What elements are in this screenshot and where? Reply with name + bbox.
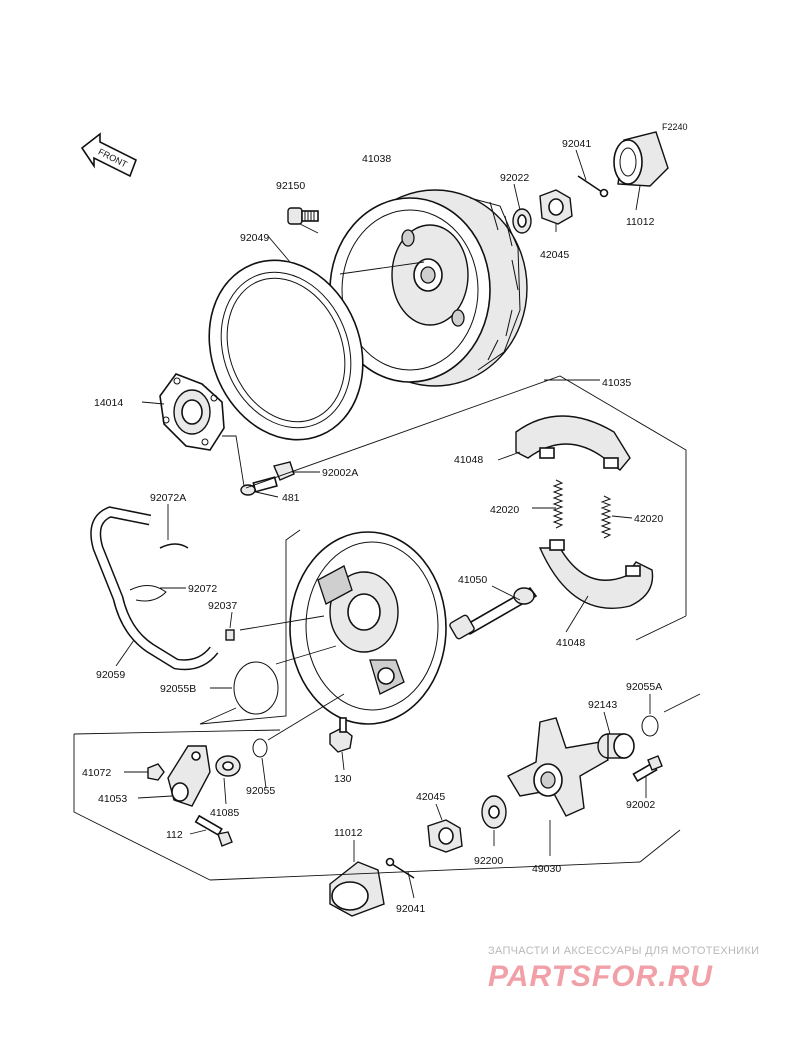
label-92037: 92037	[208, 600, 237, 612]
brake-shoe-bottom	[538, 539, 654, 609]
label-92072: 92072	[188, 583, 217, 595]
return-spring-left	[552, 479, 564, 529]
cotter-pin-bottom	[385, 857, 415, 879]
o-ring-92055B	[233, 661, 279, 715]
bearing-housing	[159, 373, 225, 451]
hub-cap-top	[613, 131, 669, 187]
label-92041-bottom: 92041	[396, 903, 425, 915]
label-41050: 41050	[458, 574, 487, 586]
brake-shoe-top	[515, 415, 631, 471]
washer-92200	[481, 795, 507, 829]
label-41085: 41085	[210, 807, 239, 819]
label-49030: 49030	[532, 863, 561, 875]
part-labels: 41038 92150 92049 92022 92041 42045 1101…	[82, 138, 663, 915]
label-41048-top: 41048	[454, 454, 483, 466]
brake-panel	[289, 531, 447, 725]
castle-nut-top	[539, 189, 573, 225]
watermark-logo: PARTSFOR.RU	[488, 960, 713, 993]
washer-92022	[512, 208, 532, 234]
label-11012-top: 11012	[626, 216, 655, 228]
breather-hose-92059	[90, 506, 219, 671]
hub-cap-bottom	[329, 861, 385, 917]
wheel-hub	[507, 717, 609, 817]
washer-481	[240, 484, 256, 496]
return-spring-right	[600, 495, 612, 539]
brake-cam-shaft	[449, 586, 538, 640]
label-92049: 92049	[240, 232, 269, 244]
label-92041-top: 92041	[562, 138, 591, 150]
leader-lines	[73, 149, 701, 899]
label-481: 481	[282, 492, 300, 504]
spacer-92143	[597, 733, 635, 759]
label-14014: 14014	[94, 397, 123, 409]
figure-code: F2240	[662, 122, 688, 132]
label-41072: 41072	[82, 767, 111, 779]
label-112: 112	[166, 829, 183, 841]
label-92002A: 92002A	[322, 467, 358, 479]
label-92072A: 92072A	[150, 492, 186, 504]
stud-92002	[632, 755, 663, 783]
clamp-92072	[129, 585, 167, 602]
watermark-caption: ЗАПЧАСТИ И АКСЕССУАРЫ ДЛЯ МОТОТЕХНИКИ	[488, 945, 760, 957]
brake-arm	[167, 745, 211, 807]
label-42045-top: 42045	[540, 249, 569, 261]
label-92002: 92002	[626, 799, 655, 811]
label-92055: 92055	[246, 785, 275, 797]
label-42020-left: 42020	[490, 504, 519, 516]
label-92200: 92200	[474, 855, 503, 867]
bolt-130	[329, 717, 353, 753]
bolt-112	[194, 814, 233, 847]
nut-41072	[147, 763, 165, 781]
label-42020-right: 42020	[634, 513, 663, 525]
label-41053: 41053	[98, 793, 127, 805]
front-arrow-icon: FRONT	[80, 132, 138, 178]
label-92059: 92059	[96, 669, 125, 681]
label-41048-bottom: 41048	[556, 637, 585, 649]
label-92022: 92022	[500, 172, 529, 184]
o-ring-92055A	[641, 715, 659, 737]
clamp-92072A	[159, 543, 189, 549]
label-42045-bottom: 42045	[416, 791, 445, 803]
label-92143: 92143	[588, 699, 617, 711]
label-11012-bottom: 11012	[334, 827, 363, 839]
label-41038: 41038	[362, 153, 391, 165]
washer-41085	[215, 755, 241, 777]
o-ring-92055	[252, 738, 268, 758]
clip-92037	[225, 629, 235, 641]
cotter-pin-top	[577, 175, 609, 198]
label-92055A: 92055A	[626, 681, 662, 693]
label-130: 130	[334, 773, 352, 785]
brake-drum	[329, 189, 528, 387]
bolt-92002A	[252, 461, 295, 493]
bolt-92150	[287, 207, 319, 225]
label-41035: 41035	[602, 377, 631, 389]
label-92055B: 92055B	[160, 683, 196, 695]
drum-seal-ring	[208, 259, 364, 441]
label-92150: 92150	[276, 180, 305, 192]
castle-nut-bottom	[427, 819, 463, 853]
